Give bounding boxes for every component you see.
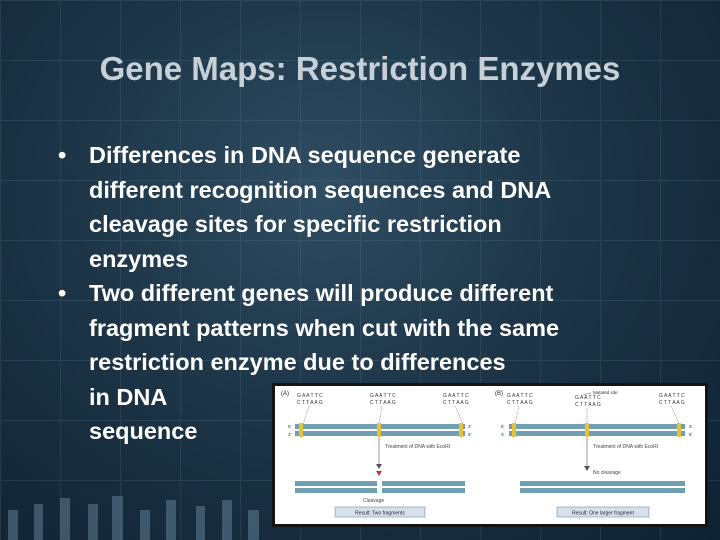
bullet-line: fragment patterns when cut with the same	[89, 314, 560, 341]
site-connector	[514, 405, 520, 425]
restriction-site-mark	[459, 423, 463, 437]
panel-b-label: (B)	[495, 391, 503, 397]
decorative-bar	[60, 498, 70, 540]
bullet-line: cleavage sites for specific restriction	[89, 211, 502, 237]
site-sequence-bottom: C T T A A G	[507, 400, 533, 406]
treatment-label: Treatment of DNA with EcoRI	[593, 444, 658, 450]
panel-a-label: (A)	[281, 391, 289, 397]
figure-svg: (A) G A A T T C C T T A A G G A A T T C …	[281, 390, 693, 518]
dna-fragment	[520, 481, 685, 486]
site-sequence-top: G A A T T C	[659, 393, 685, 399]
dna-strand	[509, 431, 685, 436]
bullet-line: enzymes	[89, 245, 189, 272]
decorative-bar	[248, 510, 259, 540]
restriction-site-mark	[677, 423, 681, 437]
site-connector	[670, 405, 680, 425]
site-sequence-bottom: C T T A A G	[443, 400, 469, 406]
result-box	[334, 506, 426, 518]
site-sequence-bottom: C T T A A G	[659, 400, 685, 406]
restriction-enzyme-figure: (A) G A A T T C C T T A A G G A A T T C …	[272, 383, 708, 527]
site-connector	[454, 405, 464, 425]
decorative-bar	[166, 500, 176, 540]
site-connector	[378, 405, 383, 425]
strand-end-label: 5'	[689, 432, 693, 437]
dna-fragment	[295, 488, 377, 493]
decorative-bar	[8, 510, 18, 540]
bullet-line: restriction enzyme due to differences	[89, 349, 506, 375]
decorative-bar	[140, 510, 150, 540]
site-connector	[302, 405, 310, 425]
dna-fragment	[295, 481, 377, 486]
cleavage-label: Cleavage	[363, 498, 384, 504]
decorative-bar	[88, 504, 98, 540]
dna-fragment	[520, 488, 685, 493]
mutated-site-pointer	[582, 392, 592, 396]
mutated-site-label: Mutated site	[593, 390, 618, 395]
strand-end-label: 5'	[501, 424, 505, 429]
bullet-item: • Two different genes will produce diffe…	[58, 276, 678, 449]
decorative-bar	[112, 496, 123, 540]
restriction-site-mark	[377, 423, 381, 437]
slide-title: Gene Maps: Restriction Enzymes	[99, 50, 621, 87]
process-arrowhead	[376, 464, 382, 469]
strand-end-label: 5'	[288, 424, 292, 429]
bullet-line: Differences in DNA sequence generate	[89, 142, 521, 168]
strand-end-label: 5'	[468, 432, 472, 437]
strand-end-label: 3'	[501, 432, 505, 437]
decorative-bar	[222, 500, 232, 540]
result-label: Result: One larger fragment	[572, 511, 634, 517]
bullet-item: • Differences in DNA sequence generate d…	[58, 138, 678, 276]
site-sequence-bottom: C T T A A G	[297, 400, 323, 406]
decorative-bars	[0, 478, 720, 540]
site-sequence-bottom: C T T A A G	[575, 402, 601, 408]
site-sequence-top: G A A T T C	[370, 393, 396, 399]
bullet-marker: •	[58, 280, 67, 306]
cut-mark	[376, 471, 382, 476]
strand-end-label: 3'	[468, 424, 472, 429]
strand-end-label: 3'	[689, 424, 693, 429]
strand-end-label: 3'	[288, 432, 292, 437]
decorative-bar	[34, 504, 43, 540]
bullet-line: Two different genes will produce differe…	[89, 280, 554, 306]
restriction-site-mark	[512, 423, 516, 437]
bullet-marker: •	[58, 142, 67, 168]
process-arrowhead	[584, 466, 590, 471]
site-sequence-bottom: C T T A A G	[370, 400, 396, 406]
bullet-line: sequence	[89, 418, 198, 444]
site-sequence-top: G A A T T C	[507, 393, 533, 399]
restriction-site-mark	[299, 423, 303, 437]
site-sequence-top: G A A T T C	[575, 395, 601, 401]
bullet-line: different recognition sequences and DNA	[89, 176, 552, 203]
dna-fragment	[382, 488, 465, 493]
site-sequence-top: G A A T T C	[297, 393, 323, 399]
no-cleavage-label: No cleavage	[593, 470, 621, 476]
treatment-label: Treatment of DNA with EcoRI	[385, 444, 450, 450]
result-label: Result: Two fragments	[355, 511, 405, 517]
site-sequence-top: G A A T T C	[443, 393, 469, 399]
result-box	[556, 506, 650, 518]
bullet-line: in DNA	[89, 383, 168, 410]
dna-fragment	[382, 481, 465, 486]
bullet-list: • Differences in DNA sequence generate d…	[58, 138, 678, 449]
decorative-bar	[196, 506, 205, 540]
dna-strand	[509, 424, 685, 429]
mutated-site-mark	[585, 423, 589, 437]
